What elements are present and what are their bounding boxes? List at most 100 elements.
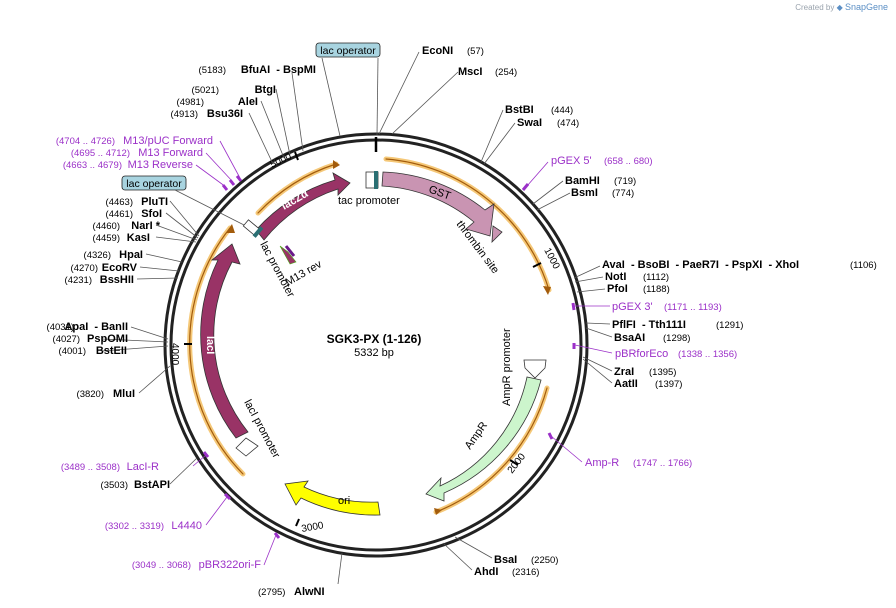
primer-label-pbrforeco[interactable]: pBRforEco(1338 .. 1356) [615,348,737,360]
position-text: (4326) [84,250,111,261]
position-text: (1397) [655,379,682,390]
position-text: (5183) [199,65,226,76]
primer-label-m13-forward[interactable]: (4695 .. 4712)M13 Forward [71,147,203,159]
site-label-bamhi[interactable]: BamHI(719) [565,175,636,187]
position-text: (4459) [93,233,120,244]
position-text: (1106) [850,260,877,271]
site-label-nari[interactable]: (4460)NarI * [93,220,161,232]
primer-label-pgex3[interactable]: pGEX 3' (1171 .. 1193) [612,301,722,313]
site-label-zrai[interactable]: ZraI(1395) [614,366,676,378]
site-label-bstbi[interactable]: BstBI(444) [505,104,573,116]
feature-ampr-promoter[interactable] [523,359,547,379]
site-label-aatii[interactable]: AatII (1397) [614,378,682,390]
position-text: (1298) [663,333,690,344]
leader-line [138,365,171,394]
lac-operator-box-top [315,42,381,58]
site-label-ahdi[interactable]: AhdI(2316) [474,566,539,578]
site-label-bsaai[interactable]: BsaAI(1298) [614,332,690,344]
name-text: EcoNI [422,45,453,57]
site-label-mlui[interactable]: (3820)MluI [77,388,135,400]
site-label-noti[interactable]: NotI(1112) [605,271,669,283]
primer-label-m13-reverse[interactable]: (4663 .. 4679)M13 Reverse [63,159,193,171]
site-label-ecorv[interactable]: (4270)EcoRV [71,262,138,274]
leader-line [574,276,604,283]
site-label-pluti[interactable]: (4463)PluTI [106,196,168,208]
site-label-bsshii[interactable]: (4231)BssHII [65,274,134,286]
primer-label-pgex5[interactable]: pGEX 5'(658 .. 680) [551,155,653,167]
tick-label-3000: 3000 [301,520,325,535]
position-text: (4001) [59,346,86,357]
leader-line [480,109,504,163]
feature-laci-promoter[interactable] [235,437,259,457]
primer-leader-line [263,534,277,566]
position-text: (4461) [106,209,133,220]
feature-ori[interactable] [284,480,381,516]
feature-label-ampr: AmpR [463,420,490,452]
site-label-swai[interactable]: SwaI(474) [517,117,579,129]
site-label-bfuai-group[interactable]: (5183) BfuAI - BspMI [199,64,316,76]
name-text: HpaI [119,249,143,261]
lac-operator-mark [252,226,264,238]
site-label-bsteii[interactable]: (4001)BstEII [59,345,127,357]
leader-line [145,253,183,263]
site-label-apai-group[interactable]: (4031)ApaI - BanII [47,321,128,333]
site-label-bsai[interactable]: BsaI(2250) [494,554,558,566]
position-text: (4704 .. 4726) [56,136,115,147]
name-text: M13 Forward [138,147,203,159]
feature-lacza[interactable] [255,172,351,241]
name-text: ZraI [614,366,634,378]
leader-line [391,71,459,135]
leader-line [582,358,613,384]
position-text: (1171 .. 1193) [664,302,722,313]
position-text: (254) [495,67,517,78]
primer-label-m13-puc-forward[interactable]: (4704 .. 4726)M13/pUC Forward [56,135,213,147]
site-label-avai-group[interactable]: AvaI - BsoBI - PaeR7I - PspXI - XhoI(110… [602,259,877,271]
feature-gst[interactable] [381,171,495,237]
site-label-btgi[interactable]: (5021)BtgI [192,84,276,96]
site-label-alwni[interactable]: (2795) AlwNI [258,586,325,598]
site-label-sfoi[interactable]: (4461)SfoI [106,208,162,220]
primer-label-amp-r[interactable]: Amp-R(1747 .. 1766) [585,457,692,469]
site-label-hpai[interactable]: (4326) HpaI [84,249,143,261]
site-label-bsu36i[interactable]: (4913)Bsu36I [171,108,243,120]
primer-label-laci-r[interactable]: (3489 .. 3508)LacI-R [61,461,159,473]
name-text: pGEX 3' [612,301,653,313]
name-text: BfuAI - BspMI [241,64,316,76]
position-text: (2250) [531,555,558,566]
primer-marker [521,183,530,191]
strand-arc-top-right-core [385,158,550,291]
site-label-bsmi[interactable]: BsmI(774) [571,187,634,199]
site-label-pflfi-group[interactable]: PflFI - Tth111I(1291) [612,319,743,331]
feature-m13-rev[interactable] [279,245,297,265]
primer-leader-lines [192,140,613,566]
tick-mark [532,262,542,268]
primer-marker [223,492,232,501]
position-text: (2795) [258,587,285,598]
feature-laci[interactable] [200,243,249,439]
site-label-alei[interactable]: (4981)AleI [177,96,258,108]
name-text: MluI [113,388,135,400]
site-label-msci[interactable]: MscI(254) [458,66,517,78]
leader-line [155,224,198,241]
primer-label-pbr322ori-f[interactable]: (3049 .. 3068)pBR322ori-F [132,559,261,571]
leader-line [130,326,169,340]
site-label-pfoi[interactable]: PfoI(1188) [607,283,670,295]
leader-line [321,57,341,137]
position-text: (3503) [101,480,128,491]
leader-line [536,192,571,211]
site-label-econi[interactable]: EcoNI(57) [422,45,484,57]
site-label-pspomi[interactable]: (4027)PspOMI [53,333,128,345]
position-text: (444) [551,105,573,116]
name-text: pBRforEco [615,348,668,360]
snapgene-logo-icon: ◆ [836,3,843,12]
primer-label-l4440[interactable]: (3302 .. 3319)L4440 [105,520,202,532]
feature-ampr[interactable] [425,376,542,502]
tick-label-2000: 2000 [506,451,529,476]
site-label-bstapi[interactable]: (3503)BstAPI [101,479,170,491]
site-label-kasi[interactable]: (4459) KasI [93,232,150,244]
name-text: BsmI [571,187,598,199]
name-text: AatII [614,378,638,390]
name-text: AlwNI [294,586,325,598]
name-text: KasI [127,232,150,244]
feature-thrombin-site[interactable] [491,225,503,244]
